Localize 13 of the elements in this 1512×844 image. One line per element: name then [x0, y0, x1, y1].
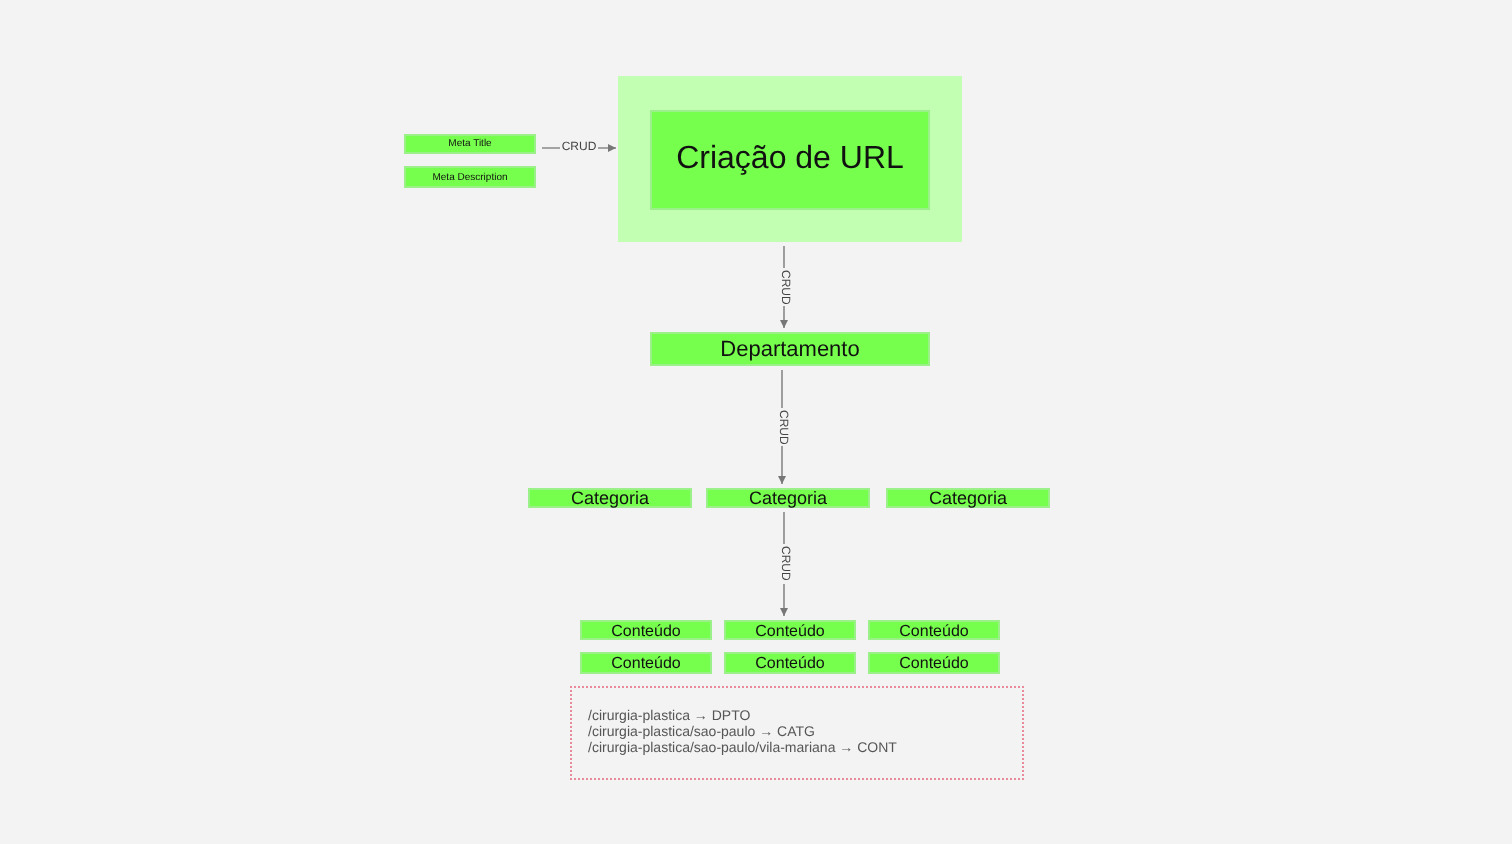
process-box: Conteúdo — [580, 620, 712, 640]
process-box: Categoria — [706, 488, 870, 508]
process-box: Conteúdo — [724, 620, 856, 640]
url-note-box — [570, 686, 1024, 780]
process-box: Conteúdo — [724, 652, 856, 674]
process-box: Categoria — [886, 488, 1050, 508]
process-box: Categoria — [528, 488, 692, 508]
container-box — [618, 76, 962, 242]
process-box: Conteúdo — [868, 652, 1000, 674]
process-box: Conteúdo — [580, 652, 712, 674]
process-box: Criação de URL — [650, 110, 930, 210]
process-box: Departamento — [650, 332, 930, 366]
process-box: Conteúdo — [868, 620, 1000, 640]
